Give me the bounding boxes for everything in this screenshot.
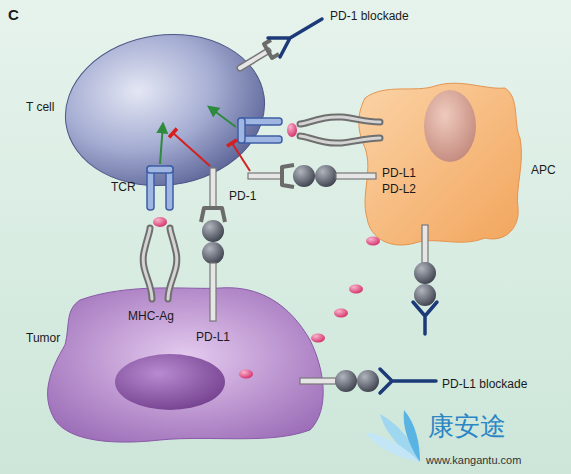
mhc-molecule [300,117,380,143]
label-holder: PD-1 [229,186,256,204]
pd1-receptor [240,51,268,68]
mhc-molecule [143,228,177,299]
part-label: TCR [111,181,136,195]
antibody-dot [349,285,363,294]
pdl1-ligand [414,225,436,306]
cell-nucleus [115,354,225,410]
pdl1-ligand [293,165,376,187]
pd1-receptor [240,51,268,68]
tcr-receptor [147,166,173,210]
pdl1-ligand [202,220,224,242]
pd1-receptor [248,165,294,187]
pd1-receptor [282,165,294,187]
panel-letter: C [8,6,19,23]
pdl1-ligand [210,263,216,321]
tcr-receptor [238,118,245,143]
watermark-logo [366,432,420,462]
pdl1-antibody [413,302,437,334]
tcr-receptor [238,118,282,143]
pdl1-ligand [414,262,436,284]
cell-label-holder: Tumor [26,328,60,346]
cell-membrane [359,83,522,245]
pdl1-antibody [380,369,436,393]
pd1-receptor [210,168,216,209]
antibody-dot [239,370,253,379]
antigen [153,217,167,227]
label-holder: C [8,6,19,24]
part-label: PD-1 blockade [330,10,409,24]
mhc-molecule [300,117,380,124]
part-label: MHC-Ag [128,310,174,324]
pd1-antibody [268,19,322,57]
watermark-text: www.kangantu.com [426,454,521,467]
pd1-receptor [248,173,282,179]
pdl1-ligand [336,173,376,179]
activation-arrow [160,124,163,164]
antibody-dot [366,237,380,246]
inhibition-line [173,133,210,166]
pdl1-ligand [315,165,337,187]
pdl1-ligand [293,165,315,187]
mhc-molecule [168,228,177,299]
antigen [287,123,297,137]
pdl1-ligand [414,284,436,306]
watermark-logo [366,410,420,462]
cell-membrane [56,22,275,198]
label-holder: PD-L1 blockade [442,374,527,392]
mhc-molecule [300,136,380,143]
pd1-receptor [201,208,225,222]
label-holder: PD-1 blockade [330,6,409,24]
label-holder: PD-L1 [382,163,416,181]
pdl1-ligand [335,370,357,392]
pdl1-ligand [300,370,379,392]
label-holder: www.kangantu.com [426,450,521,468]
pd1-receptor [201,168,225,222]
part-label: PD-L1 blockade [442,378,527,392]
cell-label: Tumor [26,332,60,346]
pdl1-ligand [300,378,336,384]
pdl1-ligand [357,370,379,392]
cell-nucleus [424,90,476,162]
cell-label-holder: T cell [26,97,54,115]
pdl1-ligand [202,242,224,264]
mhc-molecule [300,136,380,143]
pdl1-ligand [202,220,224,321]
mhc-molecule [143,228,152,299]
cell-label: T cell [26,101,54,115]
cell-membrane [48,288,324,442]
mhc-molecule [168,228,177,299]
mhc-molecule [143,228,152,299]
part-label: PD-L1 [196,331,230,345]
tumor-cell: Tumor [20,270,332,450]
inhibition-line [173,133,250,171]
label-holder: TCR [111,177,136,195]
activation-arrow [209,107,236,127]
inhibition-line [232,143,250,171]
mhc-molecule [300,117,380,124]
watermark-text: 康安途 [428,412,506,442]
cell-label-holder: APC [531,160,556,178]
antibody-dot [334,309,348,318]
antibody-dot [311,334,325,343]
cell-label: APC [531,164,556,178]
cell-shape [20,270,332,450]
pdl1-ligand [422,225,428,263]
pd1-receptor [264,40,279,58]
label-holder: PD-L2 [382,179,416,197]
label-holder: MHC-Ag [128,306,174,324]
tcr-receptor [147,166,173,173]
label-holder: 康安途 [428,412,506,442]
pd1-receptor [240,40,279,68]
part-label: PD-1 [229,190,256,204]
label-holder: PD-L1 [196,327,230,345]
part-label: PD-L1 [382,167,416,181]
part-label: PD-L2 [382,183,416,197]
antibody-dot [239,237,380,379]
